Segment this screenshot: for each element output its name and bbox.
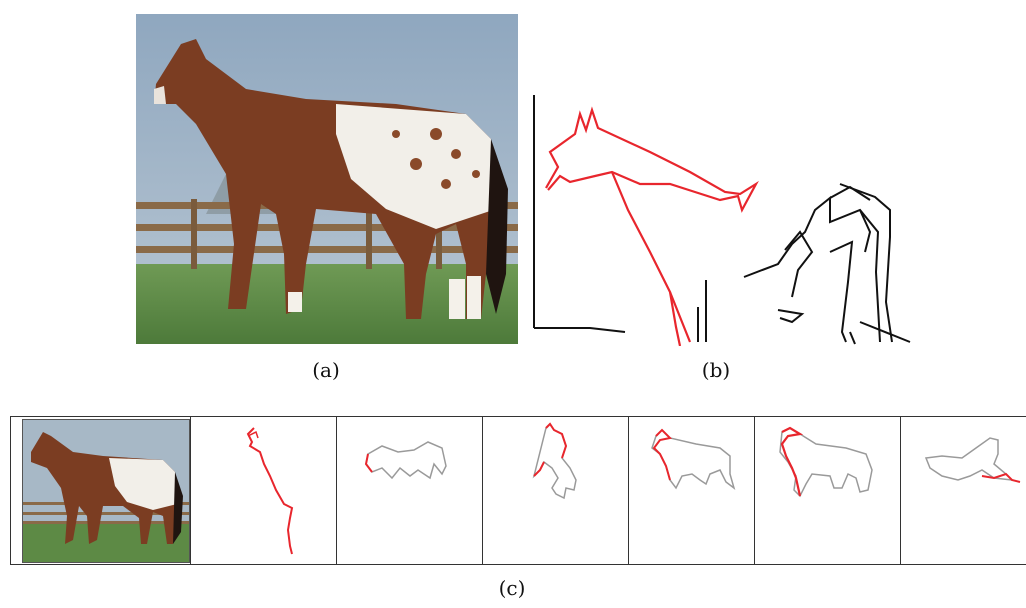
cell-divider-0: [10, 417, 11, 565]
caption-c: (c): [482, 576, 542, 600]
contour-cell-2: [338, 418, 482, 564]
horse-photo: [136, 14, 518, 344]
thumbnail-photo: [22, 419, 190, 563]
cell-divider-4: [628, 417, 629, 565]
cell-divider-6: [900, 417, 901, 565]
strip-bottom-rule: [10, 564, 1026, 565]
black-edges: [534, 95, 910, 344]
strip-top-rule: [10, 416, 1026, 417]
panel-a-photo: [136, 14, 518, 344]
red-contour: [546, 110, 756, 346]
panel-b-edge-map: [530, 92, 920, 346]
contour-cell-4: [630, 418, 754, 564]
contour-cell-3: [484, 418, 628, 564]
contour-cell-6: [902, 418, 1026, 564]
contour-cell-5: [756, 418, 900, 564]
caption-a: (a): [296, 358, 356, 382]
cell-divider-3: [482, 417, 483, 565]
contour-cell-1: [192, 418, 336, 564]
cell-divider-1: [190, 417, 191, 565]
cell-divider-2: [336, 417, 337, 565]
cell-divider-5: [754, 417, 755, 565]
caption-b: (b): [686, 358, 746, 382]
